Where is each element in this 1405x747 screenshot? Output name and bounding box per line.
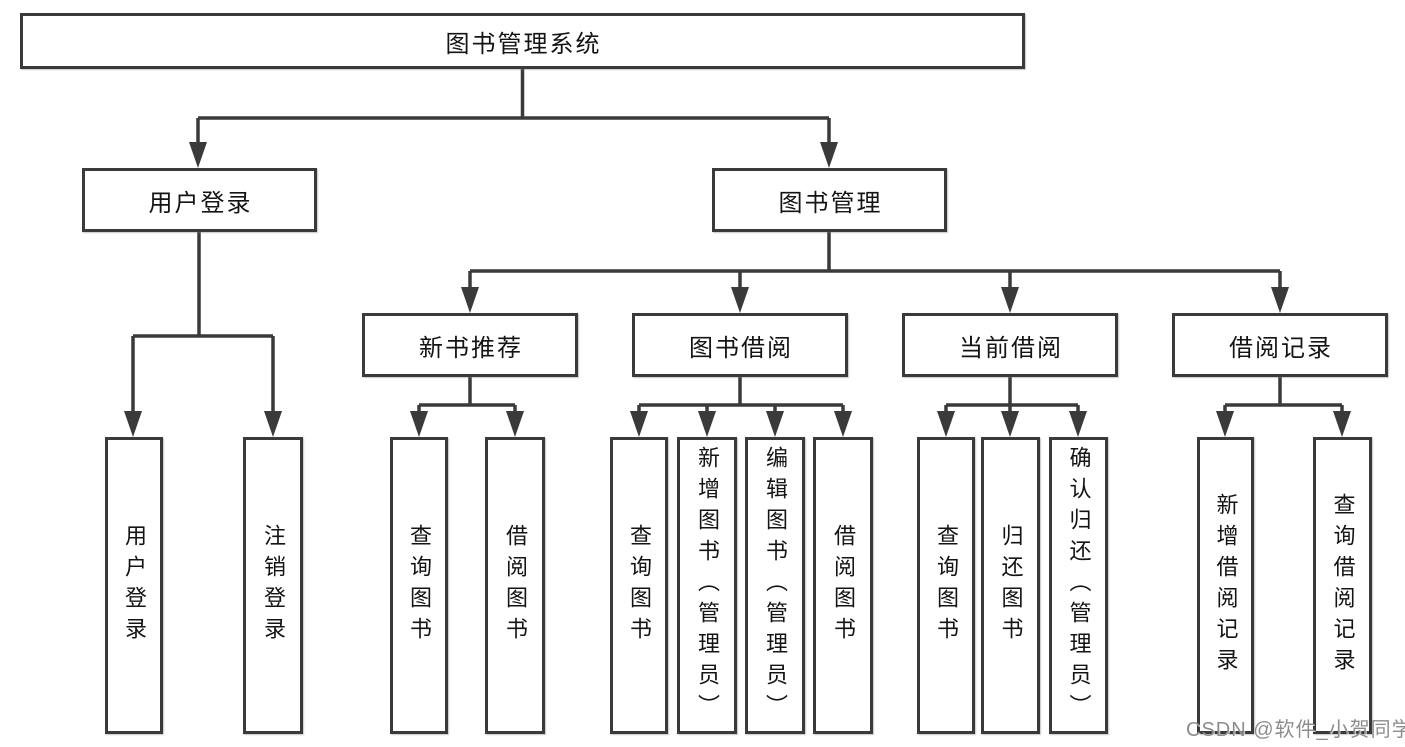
connector-newbook-to-leaves [417,377,517,413]
arrow-down-icon [410,411,428,437]
arrowheads [124,142,1351,437]
arrow-down-icon [1333,411,1351,437]
arrow-down-icon [1001,287,1019,313]
connector-borrow-to-leaves [637,377,845,413]
leaf-add-borrow-record: 新增借阅记录 [1197,437,1254,734]
leaf-logout: 注销登录 [243,437,303,734]
arrow-down-icon [1271,287,1289,313]
csdn-watermark: CSDN @软件_小贺同学 [1186,719,1405,741]
leaf-user-login: 用户登录 [105,437,163,734]
arrow-down-icon [506,411,524,437]
connector-root-to-level2 [196,68,831,144]
connector-management-to-level3 [468,232,1282,289]
arrow-down-icon [189,142,207,168]
node-book-borrow: 图书借阅 [632,313,848,377]
leaf-confirm-return-admin: 确认归还（管理员） [1049,437,1108,734]
node-user-login: 用户登录 [82,168,317,232]
arrow-down-icon [1001,411,1019,437]
arrow-down-icon [937,411,955,437]
node-current-borrow: 当前借阅 [902,313,1118,377]
node-root: 图书管理系统 [20,13,1025,69]
connector-login-to-leaves [131,232,275,413]
leaf-query-books-recommend: 查询图书 [390,437,448,734]
arrow-down-icon [264,411,282,437]
leaf-borrow-books: 借阅图书 [813,437,873,734]
leaf-edit-books-admin: 编辑图书（管理员） [745,437,805,734]
connector-current-to-leaves [944,377,1080,413]
arrow-down-icon [766,411,784,437]
arrow-down-icon [820,142,838,168]
leaf-add-books-admin: 新增图书（管理员） [677,437,737,734]
arrow-down-icon [1216,411,1234,437]
arrow-down-icon [1069,411,1087,437]
arrow-down-icon [834,411,852,437]
arrow-down-icon [630,411,648,437]
node-new-book-recommend: 新书推荐 [362,313,578,377]
arrow-down-icon [731,287,749,313]
leaf-return-books: 归还图书 [981,437,1040,734]
leaf-query-borrow-record: 查询借阅记录 [1313,437,1372,734]
arrow-down-icon [698,411,716,437]
arrow-down-icon [124,411,142,437]
node-borrow-records: 借阅记录 [1172,313,1388,377]
leaf-query-books-current: 查询图书 [917,437,975,734]
connector-records-to-leaves [1223,377,1344,413]
arrow-down-icon [461,287,479,313]
leaf-borrow-books-recommend: 借阅图书 [485,437,545,734]
leaf-query-books-borrow: 查询图书 [610,437,668,734]
node-book-management: 图书管理 [712,168,947,232]
